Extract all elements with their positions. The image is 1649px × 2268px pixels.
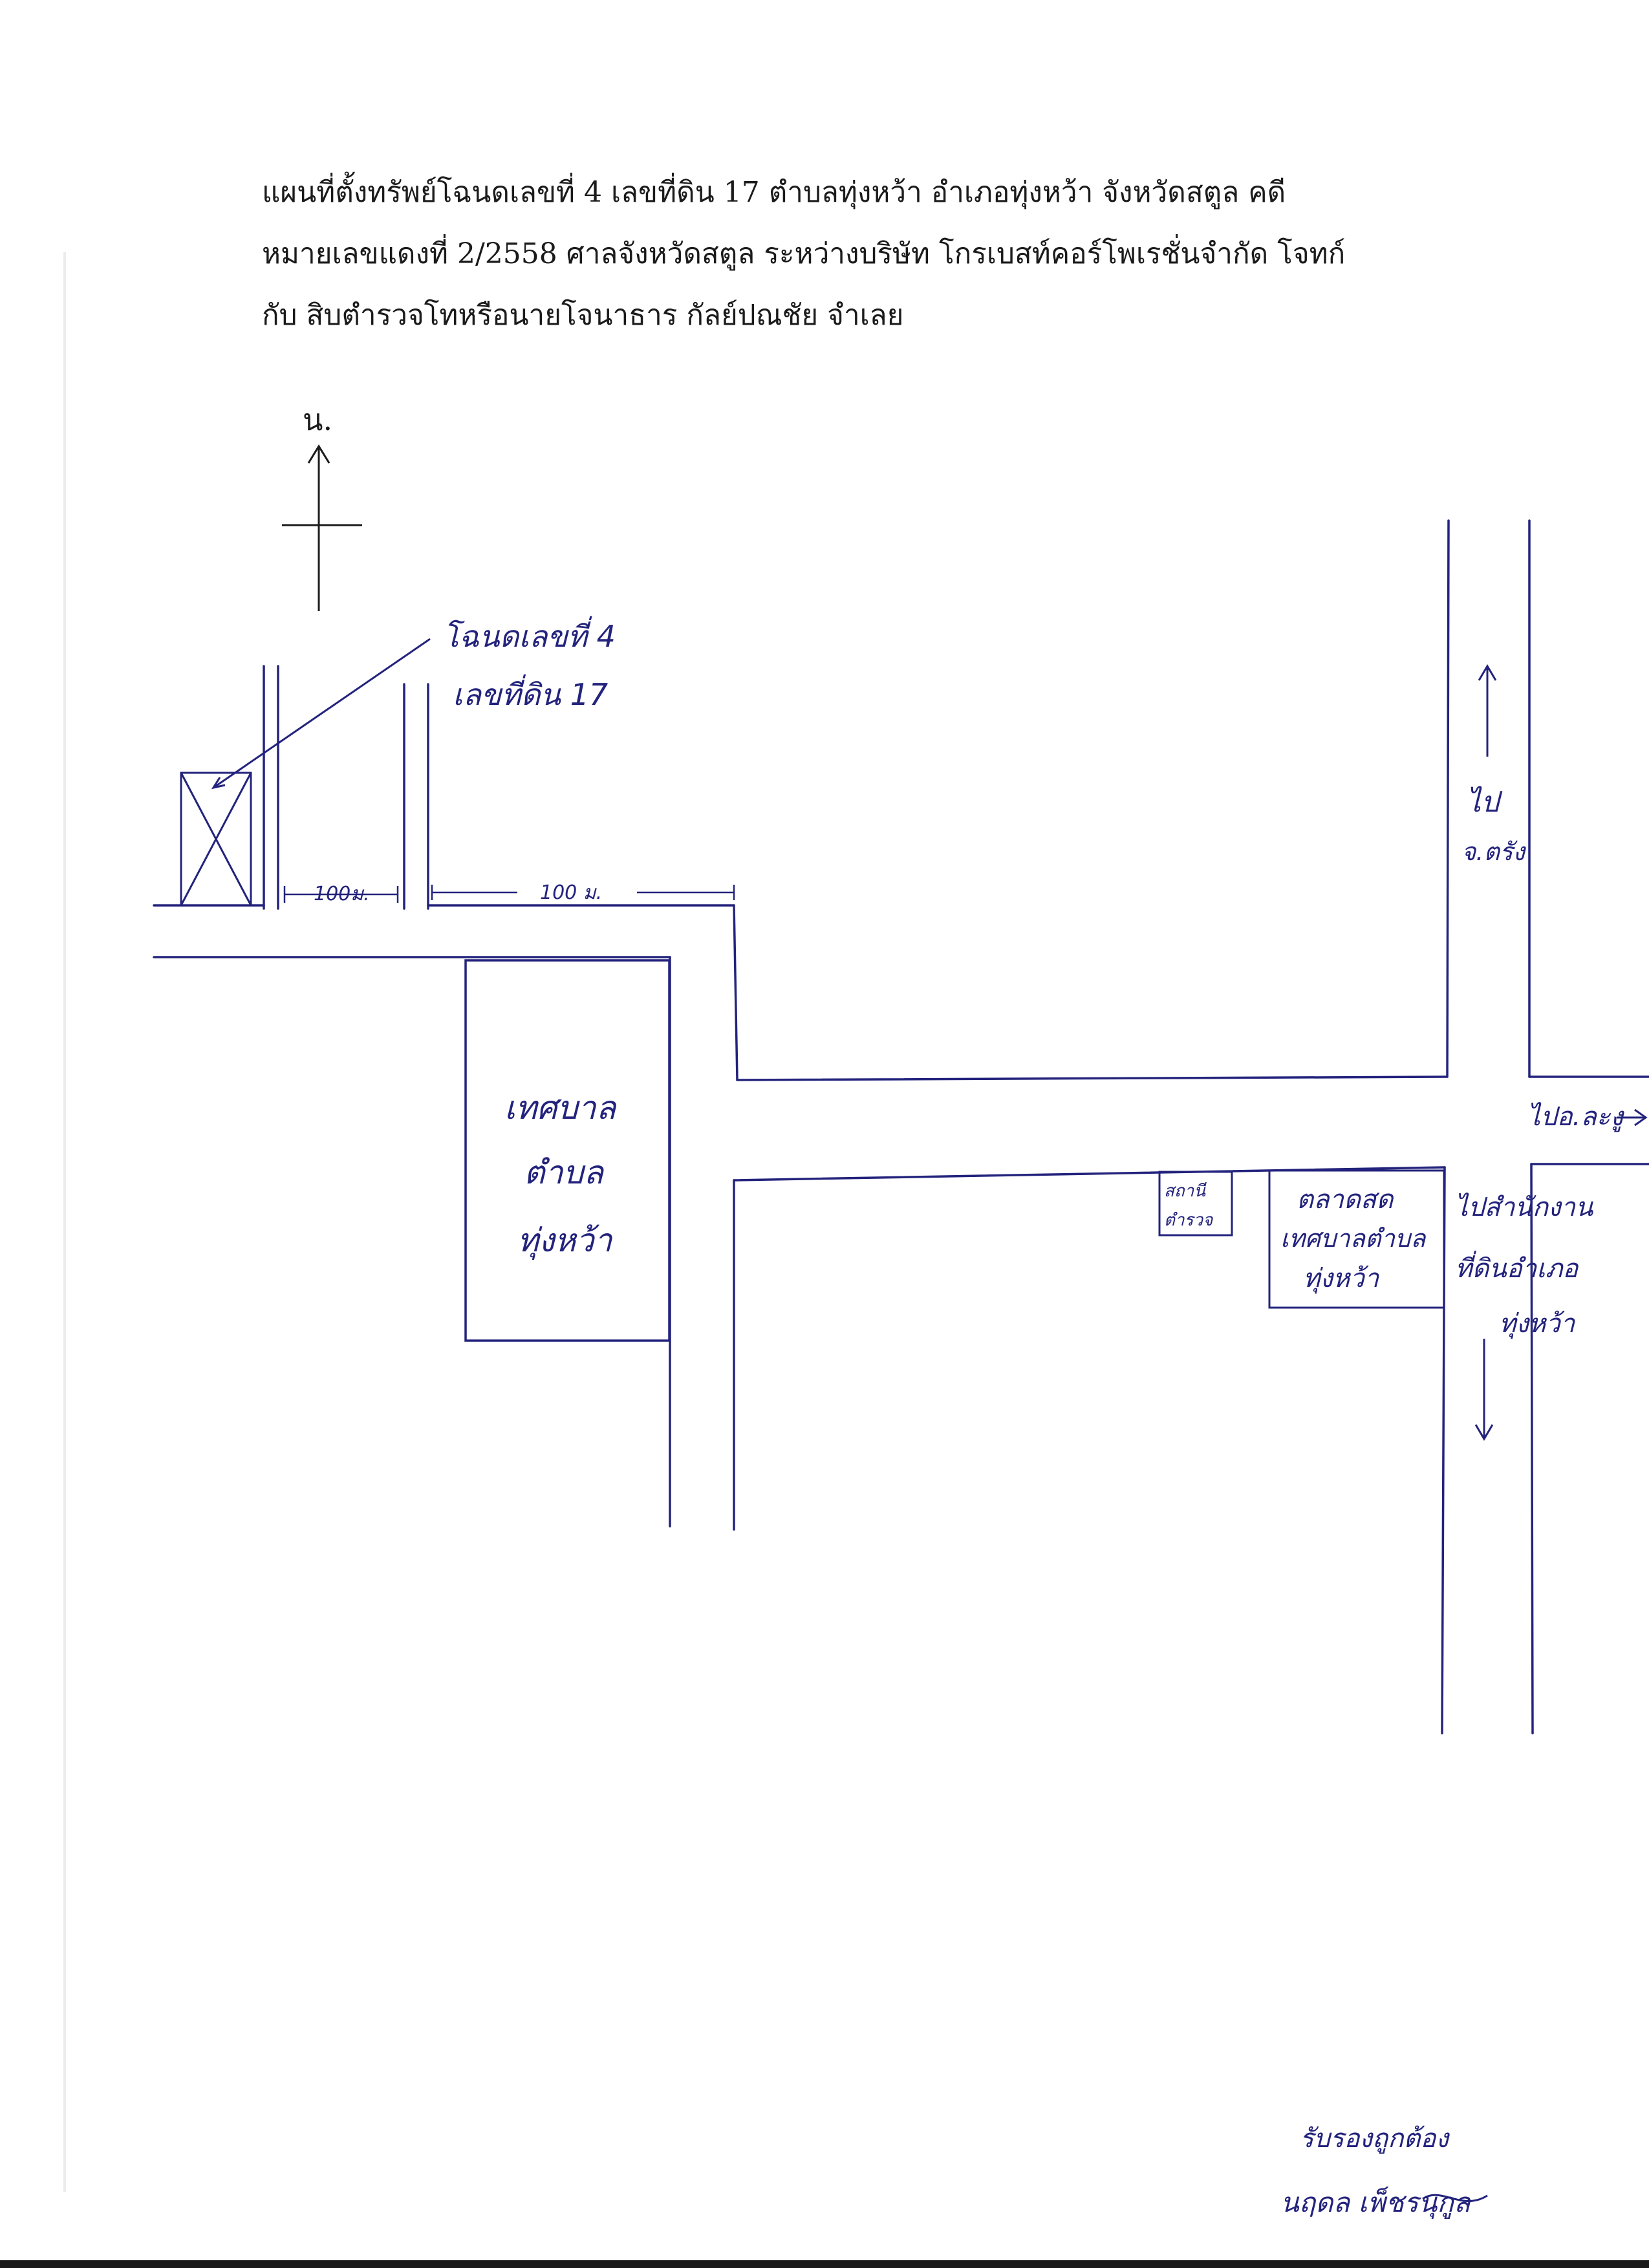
scan-edge-left	[63, 252, 66, 2192]
market-label-line-1: ตลาดสด	[1297, 1185, 1394, 1215]
plot-marker	[180, 772, 252, 907]
market-label-line-3: ทุ่งหว้า	[1303, 1264, 1380, 1294]
header-line-1: แผนที่ตั้งทรัพย์โฉนดเลขที่ 4 เลขที่ดิน 1…	[262, 176, 1286, 209]
down-arrow-icon	[1474, 1339, 1494, 1441]
road-network	[153, 519, 1649, 1734]
direction-trang-line-2: จ.ตรัง	[1461, 837, 1526, 866]
right-arrow-icon	[1617, 1108, 1648, 1127]
direction-land-office-line-2: ที่ดินอำเภอ	[1455, 1250, 1579, 1284]
municipality-label-line-1: เทศบาล	[504, 1089, 618, 1127]
distance-label-left: 100ม.	[314, 883, 370, 905]
signature-line-2: นฤดล เพ็ชรนุกูล	[1280, 2187, 1472, 2219]
direction-langu: ไปอ.ละงู	[1527, 1102, 1624, 1132]
north-arrow-icon	[282, 444, 362, 611]
municipality-label-line-3: ทุ่งหว้า	[517, 1222, 613, 1260]
signature-line-1: รับรองถูกต้อง	[1300, 2124, 1450, 2154]
direction-land-office-line-1: ไปสำนักงาน	[1455, 1193, 1594, 1222]
market-building	[1268, 1169, 1445, 1309]
plot-label-line-1: โฉนดเลขที่ 4	[443, 616, 616, 654]
market-label-line-2: เทศบาลตำบล	[1280, 1224, 1427, 1253]
header-line-3: กับ สิบตำรวจโทหรือนายโจนาธาร กัลย์ปณชัย …	[262, 299, 904, 332]
municipality-label-line-2: ตำบล	[524, 1154, 605, 1191]
scan-edge-bottom	[0, 2260, 1649, 2268]
municipality-building	[464, 959, 671, 1342]
direction-land-office-line-3: ทุ่งหว้า	[1499, 1309, 1576, 1339]
distance-label-right: 100 ม.	[540, 881, 602, 904]
police-label-line-1: สถานี	[1164, 1182, 1207, 1201]
distance-marker-left	[283, 886, 399, 903]
signature-flourish	[1422, 2194, 1488, 2203]
direction-trang-line-1: ไป	[1467, 786, 1503, 819]
document-header: แผนที่ตั้งทรัพย์โฉนดเลขที่ 4 เลขที่ดิน 1…	[262, 162, 1516, 346]
plot-label-line-2: เลขที่ดิน 17	[453, 674, 608, 712]
police-station-building	[1158, 1171, 1233, 1237]
plot-pointer-arrow-icon	[211, 777, 226, 790]
north-label: น.	[303, 402, 332, 437]
up-arrow-icon	[1478, 664, 1497, 757]
distance-marker-right	[431, 885, 735, 900]
header-line-2: หมายเลขแดงที่ 2/2558 ศาลจังหวัดสตูล ระหว…	[262, 237, 1346, 270]
police-label-line-2: ตำรวจ	[1164, 1211, 1214, 1230]
plot-pointer-line	[213, 638, 431, 789]
